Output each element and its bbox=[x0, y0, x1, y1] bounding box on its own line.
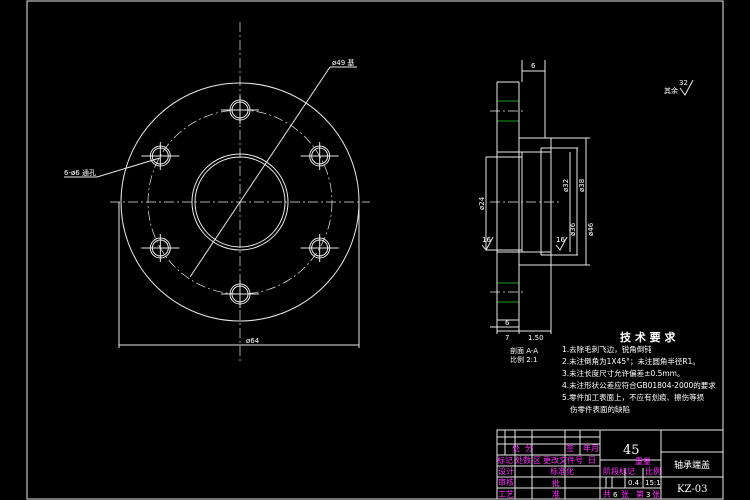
section-label: 剖面 A-A bbox=[510, 346, 538, 355]
label-genggai: 更改文件号 bbox=[543, 455, 583, 465]
front-view: ø64 ø49 基 6-ø6 通孔 bbox=[64, 22, 370, 362]
drawing-no: KZ-03 bbox=[677, 484, 708, 495]
scale: 15:1 bbox=[645, 479, 661, 487]
label-gong: 共 bbox=[603, 490, 611, 499]
roughness-right: 16 bbox=[556, 236, 565, 244]
requirement-item: 2.未注倒角为1X45°；未注圆角半径R1。 bbox=[562, 357, 700, 366]
label-qu: 区 bbox=[533, 456, 541, 465]
dim-bottom-3: 1.50 bbox=[528, 334, 544, 342]
section-view: 6 ø24 ø32 ø36 ø38 ø46 16 16 6 7 1.50 剖面 … bbox=[478, 60, 595, 364]
weight: 0.4 bbox=[628, 479, 640, 487]
dim-bottom-1: 6 bbox=[505, 319, 510, 327]
dim-bottom-2: 7 bbox=[505, 334, 509, 342]
label-nianyue: 年月 bbox=[583, 443, 599, 453]
roughness-left: 16 bbox=[482, 236, 491, 244]
tech-requirements-title: 技 术 要 求 bbox=[620, 331, 676, 344]
dim-top: 6 bbox=[531, 62, 536, 70]
label-qian: 签 bbox=[566, 443, 574, 453]
material: 45 bbox=[623, 443, 640, 458]
label-fen: 分 bbox=[525, 444, 533, 453]
requirement-item: 4.未注形状公差应符合GB01804-2000的要求 bbox=[562, 381, 716, 390]
label-pi: 批 bbox=[552, 478, 560, 488]
label-biaoji: 标记 bbox=[497, 455, 513, 465]
sheet-no: 3 bbox=[646, 491, 650, 499]
dim-right-2: ø36 bbox=[569, 222, 577, 236]
label-jieduan: 阶段标记 bbox=[603, 466, 635, 476]
label-zhang2: 张 bbox=[652, 490, 660, 499]
dim-right-3: ø38 bbox=[578, 179, 586, 192]
leader-holes bbox=[96, 157, 161, 178]
drawing-frame bbox=[26, 0, 724, 500]
roughness-other-value: 32 bbox=[679, 79, 688, 87]
requirement-item: 1.去除毛刺飞边，锐角倒钝 bbox=[562, 345, 652, 354]
label-zhongliang: 重量 bbox=[635, 456, 651, 466]
leader-bolt-circle bbox=[189, 66, 331, 278]
label-zhun: 准 bbox=[552, 489, 560, 499]
requirement-item: 伤零件表面的缺陷 bbox=[570, 405, 630, 414]
label-di: 第 bbox=[636, 489, 644, 499]
label-bili: 比例 bbox=[645, 466, 661, 476]
label-zhang1: 张 bbox=[621, 490, 629, 499]
boss-circle bbox=[191, 153, 289, 251]
label-shenhe: 审核 bbox=[498, 477, 514, 487]
roughness-symbol-icon bbox=[679, 79, 694, 96]
dim-bore: ø24 bbox=[478, 196, 486, 210]
dim-bolt-circle: ø49 基 bbox=[332, 58, 354, 67]
label-chushu: 处数 bbox=[515, 455, 531, 465]
dim-holes: 6-ø6 通孔 bbox=[64, 168, 96, 177]
bore-circle bbox=[194, 156, 286, 248]
dim-right-4: ø46 bbox=[587, 222, 595, 236]
label-biaozhunhua: 标准化 bbox=[550, 466, 574, 476]
section-scale: 比例 2:1 bbox=[510, 355, 538, 364]
requirement-item: 5.零件加工表面上，不应有划痕、擦伤等损 bbox=[562, 393, 705, 402]
dim-outer-dia: ø64 bbox=[246, 337, 260, 345]
requirement-item: 3.未注长度尺寸允许偏差±0.5mm。 bbox=[562, 369, 685, 378]
label-gongyi: 工艺 bbox=[498, 490, 514, 499]
label-ri: 日 bbox=[588, 456, 596, 465]
roughness-other-label: 其余 bbox=[664, 86, 678, 95]
label-sheji: 设计 bbox=[498, 466, 514, 476]
part-name: 轴承端盖 bbox=[674, 459, 710, 471]
dim-right-1: ø32 bbox=[562, 179, 570, 192]
bolt-holes bbox=[141, 96, 339, 308]
sheets-total: 6 bbox=[613, 491, 618, 499]
label-chu: 处 bbox=[512, 443, 520, 453]
title-block: 处 分 签 年月 标记 处数 区 更改文件号 日 设计 标准化 审核 工艺 批 … bbox=[496, 429, 724, 500]
